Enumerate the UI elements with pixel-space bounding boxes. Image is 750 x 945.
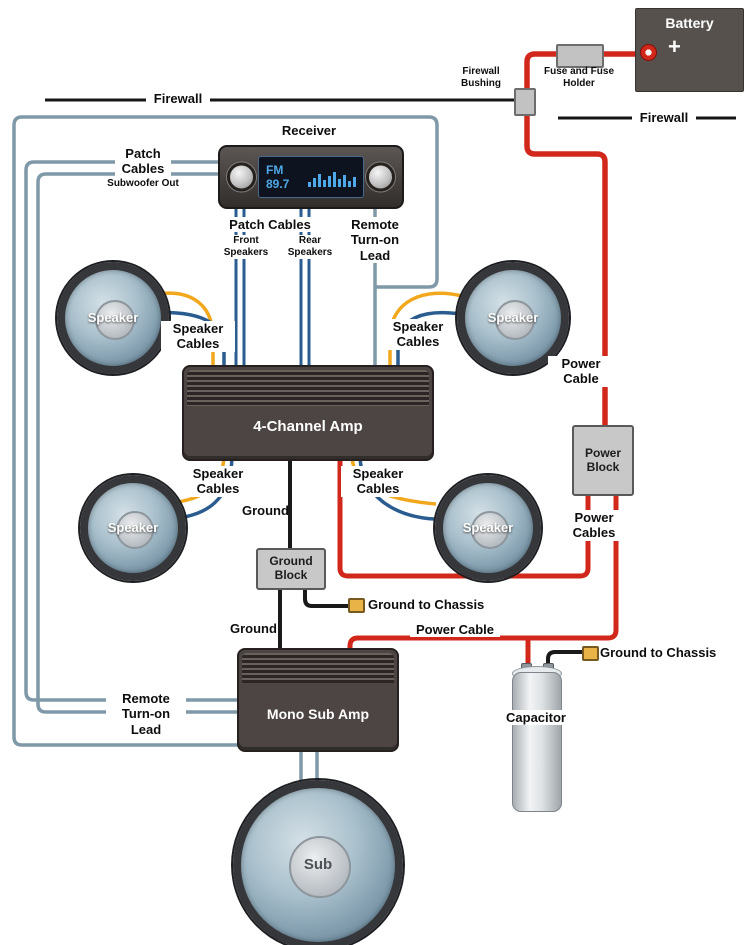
speaker-label: Speaker [462,520,514,536]
ground-to-chassis-wire-mid [303,585,350,608]
power-cables-label: Power Cables [556,510,632,541]
receiver-display-text: FM 89.7 [266,163,290,191]
ground-label-bottom: Ground [230,621,277,637]
power-cable-to-4ch-amp-wire [337,457,591,579]
power-cable-label-mid: Power Cable [410,622,500,638]
receiver-label: Receiver [281,123,337,138]
speaker-cables-label-front-right: Speaker Cables [381,319,455,350]
speaker-cables-label-front-left: Speaker Cables [161,321,235,352]
subwoofer-out-label: Subwoofer Out [98,178,188,190]
ground-label-top: Ground [242,503,289,519]
firewall-bushing-label: Firewall Bushing [461,66,501,89]
four-channel-amp-label: 4-Channel Amp [253,417,363,435]
remote-turn-on-label-bottom: Remote Turn-on Lead [106,691,186,737]
ground-to-chassis-wire-capacitor [546,650,582,667]
patch-cables-bottom-label: Patch Cables [228,217,312,233]
subwoofer-patch-wire-2 [36,172,238,714]
speaker-cables-label-rear-right: Speaker Cables [341,466,415,497]
subwoofer-patch-wire-1 [24,160,238,702]
firewall-label-right: Firewall [632,110,696,126]
firewall-label-left: Firewall [146,91,210,107]
mono-sub-amp-box: Mono Sub Amp [237,648,399,752]
speaker-rear-left: Speaker [80,475,186,581]
power-cable-label-right: Power Cable [548,356,614,387]
speaker-dustcap [115,510,155,550]
subwoofer: Sub [233,780,403,945]
speaker-front-left: Speaker [57,262,169,374]
remote-lead-loop-wire [12,115,439,747]
speaker-rear-right: Speaker [435,475,541,581]
amp-heatsink-fins [187,370,429,406]
battery-ring-terminal-icon [640,44,657,61]
speaker-label: Speaker [487,310,539,326]
volume-knob-icon [227,162,256,192]
chassis-ground-terminal-icon [348,598,365,613]
capacitor-body [512,672,562,812]
remote-turn-on-label-top: Remote Turn-on Lead [346,217,404,263]
receiver-display: FM 89.7 [258,156,364,198]
fuse-holder-box [556,44,604,68]
front-speakers-label: Front Speakers [220,235,272,259]
power-block-box: Power Block [572,425,634,496]
power-block-label: Power Block [584,445,621,474]
speaker-label: Speaker [87,310,139,326]
firewall-bushing-box [514,88,536,116]
subwoofer-label: Sub [303,856,333,874]
ground-to-chassis-label-right: Ground to Chassis [600,645,717,660]
battery-plus-sign: + [668,34,681,59]
patch-cables-left-label: Patch Cables [115,146,171,177]
speaker-dustcap [94,299,136,341]
amp-heatsink-fins [242,653,394,683]
power-cable-to-mono-amp-wire [347,492,619,650]
speaker-dustcap [288,835,352,899]
capacitor-label: Capacitor [492,710,580,726]
fuse-holder-label: Fuse and Fuse Holder [543,66,614,89]
receiver-box: FM 89.7 [218,145,404,209]
battery-label: Battery [665,15,714,31]
ground-block-label: Ground Block [269,554,313,582]
speaker-label: Speaker [107,520,159,536]
mono-sub-amp-label: Mono Sub Amp [266,706,370,722]
power-cable-battery-to-block-wire [524,51,650,426]
ground-block-box: Ground Block [256,548,326,590]
speaker-cables-label-rear-left: Speaker Cables [181,466,255,497]
four-channel-amp-box: 4-Channel Amp [182,365,434,461]
tuning-knob-icon [366,162,395,192]
rear-speakers-label: Rear Speakers [284,235,336,259]
speaker-dustcap [470,510,510,550]
receiver-eq-bars [308,167,356,187]
ground-to-chassis-label-mid: Ground to Chassis [368,597,485,612]
chassis-ground-terminal-icon [582,646,599,661]
speaker-front-right: Speaker [457,262,569,374]
speaker-dustcap [494,299,536,341]
